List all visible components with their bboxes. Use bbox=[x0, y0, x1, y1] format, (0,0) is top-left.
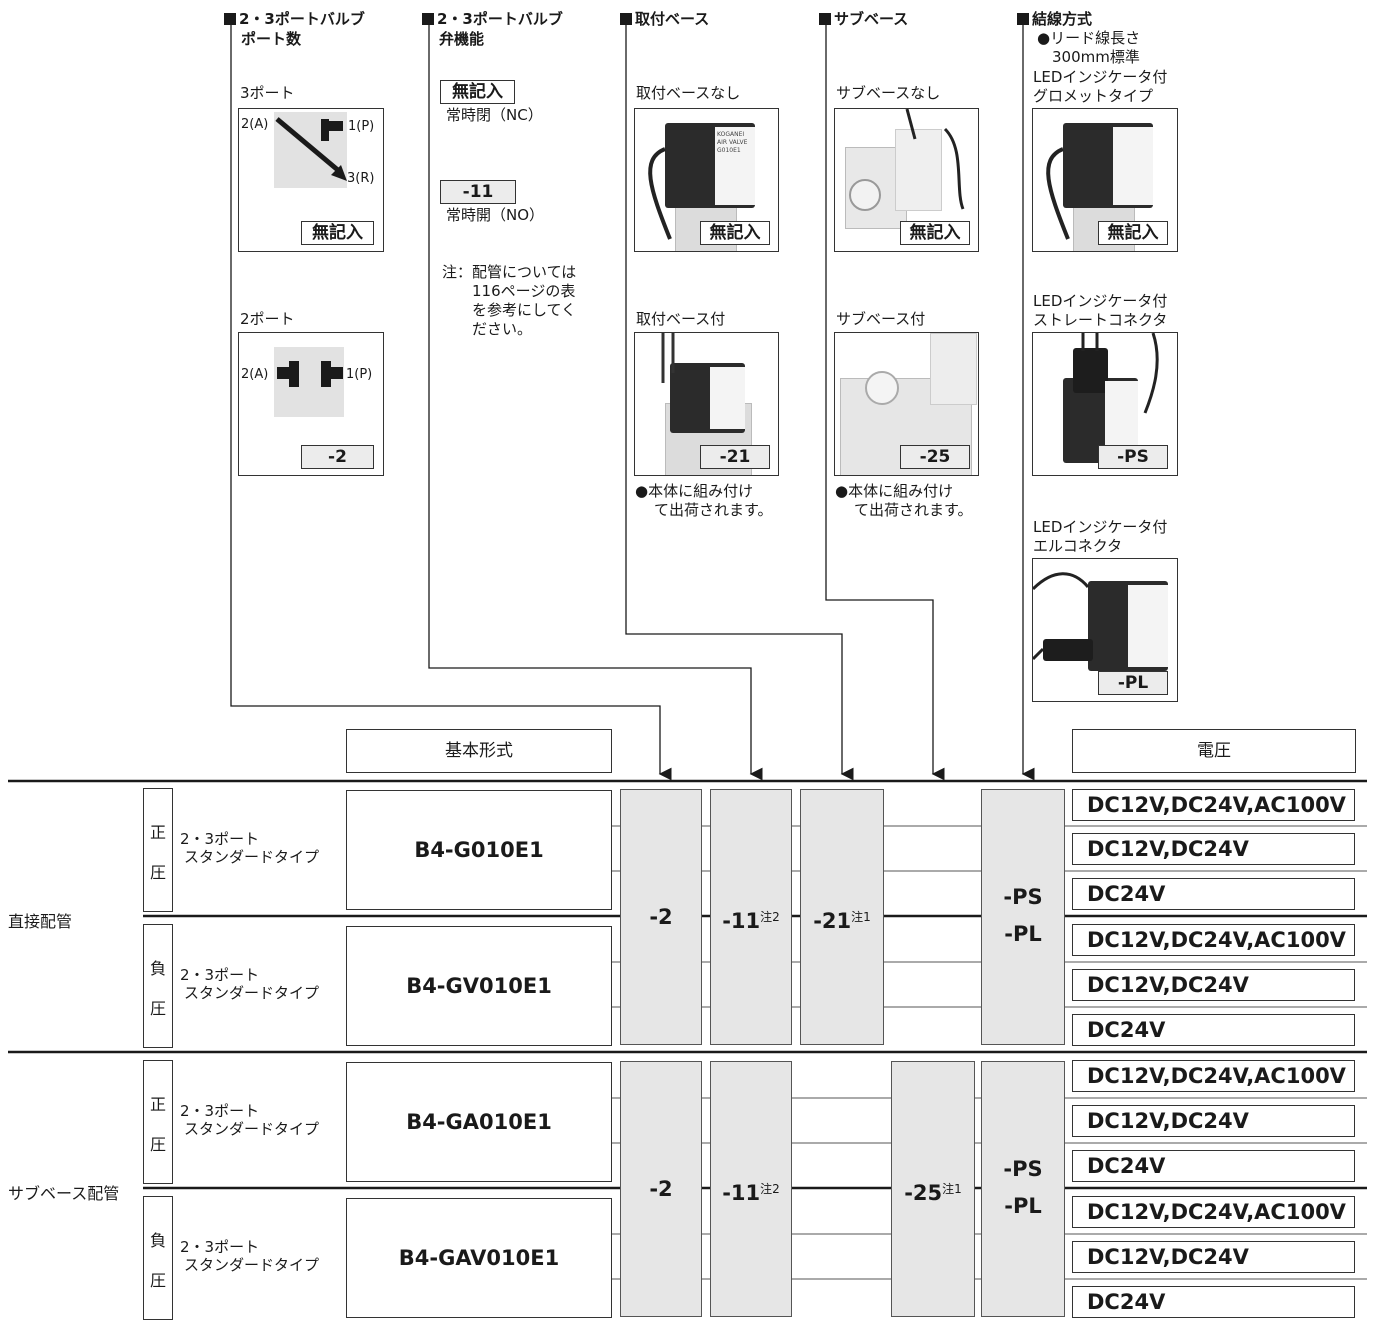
straight-connector-photo: -PS bbox=[1032, 332, 1178, 476]
grommet-title: LEDインジケータ付 グロメットタイプ bbox=[1033, 68, 1167, 106]
mount-base-none-code: 無記入 bbox=[700, 221, 770, 245]
two-port-code: -2 bbox=[301, 445, 374, 469]
voltage-cell: DC12V,DC24V bbox=[1072, 969, 1355, 1001]
type-label: 2・3ポート スタンダードタイプ bbox=[180, 1102, 319, 1138]
function-code-cell: -11注2 bbox=[710, 1061, 792, 1317]
square-bullet-icon bbox=[819, 13, 831, 25]
base-code-cell: -21注1 bbox=[800, 789, 884, 1045]
port-label-2a: 2(A) bbox=[241, 367, 268, 382]
square-bullet-icon bbox=[1017, 13, 1029, 25]
mount-base-with-title: 取付ベース付 bbox=[636, 310, 725, 329]
square-bullet-icon bbox=[422, 13, 434, 25]
mount-base-with-code: -21 bbox=[700, 445, 770, 469]
wiring-code-cell: -PS -PL bbox=[981, 789, 1065, 1045]
group-label-subbase: サブベース配管 bbox=[8, 1180, 119, 1204]
straight-connector-code: -PS bbox=[1098, 445, 1168, 469]
wiring-lead-note: ●リード線長さ 300mm標準 bbox=[1037, 29, 1140, 67]
mount-base-with-photo: -21 bbox=[634, 332, 779, 476]
voltage-cell: DC24V bbox=[1072, 1286, 1355, 1318]
no-code: -11 bbox=[440, 180, 516, 204]
model-b4-gav010e1: B4-GAV010E1 bbox=[346, 1198, 612, 1318]
mount-base-none-title: 取付ベースなし bbox=[636, 84, 740, 103]
header-port-count-line2: ポート数 bbox=[241, 29, 301, 49]
three-port-symbol-box: 2(A) 1(P) 3(R) 無記入 bbox=[238, 108, 384, 252]
nc-code: 無記入 bbox=[440, 80, 515, 104]
grommet-code: 無記入 bbox=[1098, 221, 1168, 245]
group-label-direct: 直接配管 bbox=[8, 908, 72, 932]
basic-model-header: 基本形式 bbox=[346, 729, 612, 773]
port-label-2a: 2(A) bbox=[241, 117, 268, 132]
voltage-cell: DC12V,DC24V,AC100V bbox=[1072, 789, 1355, 821]
pressure-positive: 正 圧 bbox=[143, 1060, 173, 1184]
header-valve-function-line2: 弁機能 bbox=[439, 29, 484, 49]
sub-base-with-title: サブベース付 bbox=[836, 310, 925, 329]
base-code-cell: -25注1 bbox=[891, 1061, 975, 1317]
model-b4-g010e1: B4-G010E1 bbox=[346, 790, 612, 910]
voltage-cell: DC12V,DC24V,AC100V bbox=[1072, 1060, 1355, 1092]
voltage-cell: DC24V bbox=[1072, 1014, 1355, 1046]
header-wiring: 結線方式 bbox=[1017, 9, 1092, 29]
function-code-cell: -11注2 bbox=[710, 789, 792, 1045]
sub-base-none-title: サブベースなし bbox=[836, 84, 940, 103]
three-port-title: 3ポート bbox=[240, 84, 295, 103]
type-label: 2・3ポート スタンダードタイプ bbox=[180, 1238, 319, 1274]
two-port-title: 2ポート bbox=[240, 310, 295, 329]
header-mount-base: 取付ベース bbox=[620, 9, 709, 29]
port-code-cell: -2 bbox=[620, 789, 702, 1045]
wiring-code-cell: -PS -PL bbox=[981, 1061, 1065, 1317]
header-port-count: 2・3ポートバルブ bbox=[224, 9, 365, 29]
voltage-cell: DC12V,DC24V,AC100V bbox=[1072, 1196, 1355, 1228]
grommet-photo: 無記入 bbox=[1032, 108, 1178, 252]
pressure-negative: 負 圧 bbox=[143, 924, 173, 1048]
voltage-cell: DC12V,DC24V bbox=[1072, 1241, 1355, 1273]
voltage-cell: DC12V,DC24V,AC100V bbox=[1072, 924, 1355, 956]
sub-base-with-code: -25 bbox=[900, 445, 970, 469]
port-label-1p: 1(P) bbox=[348, 119, 374, 134]
square-bullet-icon bbox=[620, 13, 632, 25]
pressure-negative: 負 圧 bbox=[143, 1196, 173, 1320]
type-label: 2・3ポート スタンダードタイプ bbox=[180, 966, 319, 1002]
sub-base-with-photo: -25 bbox=[834, 332, 979, 476]
el-connector-code: -PL bbox=[1098, 671, 1168, 695]
port-code-cell: -2 bbox=[620, 1061, 702, 1317]
mount-base-note: ●本体に組み付け て出荷されます。 bbox=[635, 482, 773, 520]
port-label-3r: 3(R) bbox=[347, 171, 374, 186]
type-label: 2・3ポート スタンダードタイプ bbox=[180, 830, 319, 866]
straight-connector-title: LEDインジケータ付 ストレートコネクタ bbox=[1033, 292, 1167, 330]
header-sub-base: サブベース bbox=[819, 9, 908, 29]
three-port-code: 無記入 bbox=[301, 221, 374, 245]
header-valve-function: 2・3ポートバルブ bbox=[422, 9, 563, 29]
voltage-cell: DC12V,DC24V bbox=[1072, 1105, 1355, 1137]
valve-function-note: 注：配管については 116ページの表 を参考にしてく ださい。 bbox=[442, 263, 576, 339]
valve-label-shape bbox=[930, 333, 977, 405]
two-port-symbol-box: 2(A) 1(P) -2 bbox=[238, 332, 384, 476]
model-b4-ga010e1: B4-GA010E1 bbox=[346, 1062, 612, 1182]
square-bullet-icon bbox=[224, 13, 236, 25]
pressure-positive: 正 圧 bbox=[143, 788, 173, 912]
port-label-1p: 1(P) bbox=[346, 367, 372, 382]
model-b4-gv010e1: B4-GV010E1 bbox=[346, 926, 612, 1046]
voltage-cell: DC24V bbox=[1072, 878, 1355, 910]
no-label: 常時開（NO） bbox=[446, 206, 544, 225]
port-hole-icon bbox=[865, 371, 899, 405]
nc-label: 常時閉（NC） bbox=[446, 106, 543, 125]
voltage-header: 電圧 bbox=[1072, 729, 1356, 773]
el-connector-title: LEDインジケータ付 エルコネクタ bbox=[1033, 518, 1167, 556]
voltage-cell: DC24V bbox=[1072, 1150, 1355, 1182]
sub-base-none-photo: 無記入 bbox=[834, 108, 979, 252]
sub-base-note: ●本体に組み付け て出荷されます。 bbox=[835, 482, 973, 520]
mount-base-none-photo: KOGANEIAIR VALVEG010E1 無記入 bbox=[634, 108, 779, 252]
el-connector-photo: -PL bbox=[1032, 558, 1178, 702]
voltage-cell: DC12V,DC24V bbox=[1072, 833, 1355, 865]
sub-base-none-code: 無記入 bbox=[900, 221, 970, 245]
